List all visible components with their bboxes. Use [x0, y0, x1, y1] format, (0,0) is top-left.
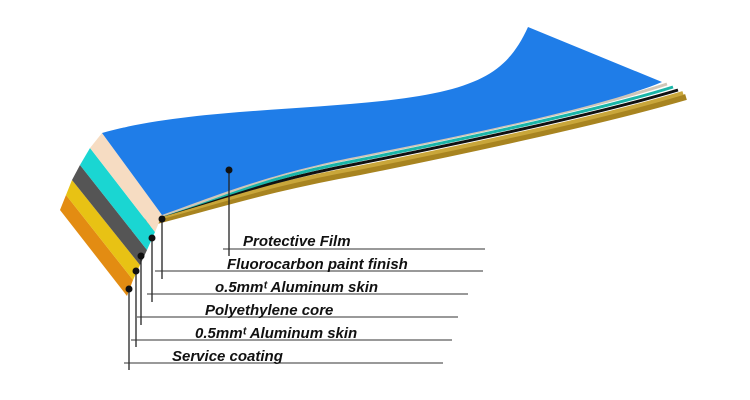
leader-dot-0 — [225, 166, 233, 174]
band-service-coating — [129, 94, 687, 231]
leader-dot-5 — [125, 285, 133, 293]
label-aluminum-skin-top: o.5mmᵗ Aluminum skin — [215, 279, 378, 296]
leader-dot-1 — [158, 215, 166, 223]
leader-dot-2 — [148, 234, 156, 242]
strip-aluminum-top — [80, 148, 155, 250]
label-fluorocarbon-paint: Fluorocarbon paint finish — [227, 256, 408, 273]
label-polyethylene-core: Polyethylene core — [205, 302, 333, 319]
layer-labels: Protective Film Fluorocarbon paint finis… — [172, 233, 408, 365]
edge-bands — [129, 82, 687, 231]
label-service-coating: Service coating — [172, 348, 283, 365]
leader-dot-4 — [132, 267, 140, 275]
label-protective-film: Protective Film — [243, 233, 351, 250]
edge-strips — [60, 133, 162, 296]
leader-dot-3 — [137, 252, 145, 260]
strip-polyethylene-core — [72, 165, 147, 265]
band-aluminum-top — [149, 85, 674, 221]
strip-service-coating — [60, 195, 133, 296]
label-aluminum-skin-bottom: 0.5mmᵗ Aluminum skin — [195, 325, 357, 342]
strip-paint — [90, 133, 162, 232]
protective-film-surface — [102, 27, 662, 215]
strip-aluminum-bottom — [66, 180, 140, 280]
band-aluminum-bottom — [135, 91, 684, 226]
band-paint — [155, 82, 668, 219]
leader-lines — [124, 166, 485, 370]
